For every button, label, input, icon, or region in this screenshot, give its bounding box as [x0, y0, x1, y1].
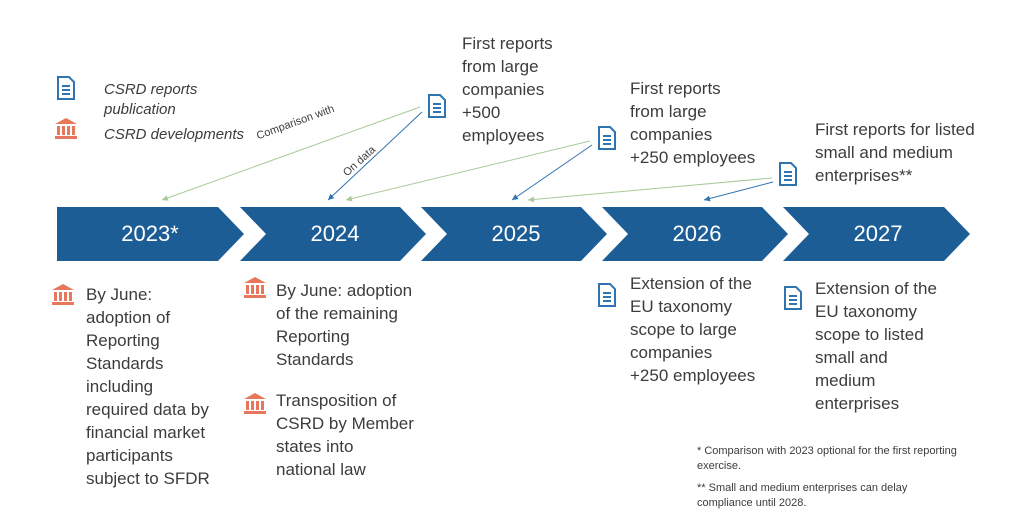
document-icon: [598, 126, 616, 150]
building-icon: [244, 393, 266, 414]
arrow-r2-2025: [511, 144, 593, 201]
building-icon: [52, 284, 74, 305]
report-2025-text: First reports from large companies +500 …: [462, 34, 553, 145]
arrow-r2-2024: [345, 140, 591, 202]
report-2026-text: First reports from large companies +250 …: [630, 79, 756, 167]
footnote-comparison: * Comparison with 2023 optional for the …: [697, 445, 957, 472]
building-icon: [55, 118, 77, 139]
development-2023-text: By June: adoption of Reporting Standards…: [86, 285, 210, 488]
chevron-2023: [57, 207, 244, 261]
document-icon: [784, 286, 802, 310]
year-label-2025: 2025: [491, 221, 541, 246]
year-label-2024: 2024: [310, 221, 360, 246]
development-2024-a-text: By June: adoption of the remaining Repor…: [276, 281, 413, 369]
report-2027-text: First reports for listed small and mediu…: [815, 120, 975, 185]
chevron-2025: [421, 207, 607, 261]
arrow-on-data: [327, 111, 423, 201]
year-label-2027: 2027: [853, 221, 903, 246]
building-icon: [244, 277, 266, 298]
chevron-2024: [240, 207, 426, 261]
development-2024-b-text: Transposition of CSRD by Member states i…: [276, 391, 414, 479]
document-icon: [598, 283, 616, 307]
chevron-2027: [783, 207, 970, 261]
footnote-sme: ** Small and medium enterprises can dela…: [697, 482, 908, 509]
chevron-2026: [602, 207, 788, 261]
document-icon: [779, 162, 797, 186]
year-label-2026: 2026: [672, 221, 722, 246]
legend-developments-label: CSRD developments: [104, 126, 245, 143]
year-label-2023: 2023*: [121, 221, 179, 246]
legend-reports-label: CSRD reports publication: [104, 81, 198, 118]
document-icon: [57, 76, 75, 100]
arrow-r3-2025: [527, 177, 773, 203]
arrow-r3-2026: [703, 181, 774, 202]
document-icon: [428, 94, 446, 118]
arrow-comparison: [161, 106, 421, 201]
report-2026-taxonomy-text: Extension of the EU taxonomy scope to la…: [630, 274, 756, 385]
report-2027-taxonomy-text: Extension of the EU taxonomy scope to li…: [815, 279, 937, 413]
